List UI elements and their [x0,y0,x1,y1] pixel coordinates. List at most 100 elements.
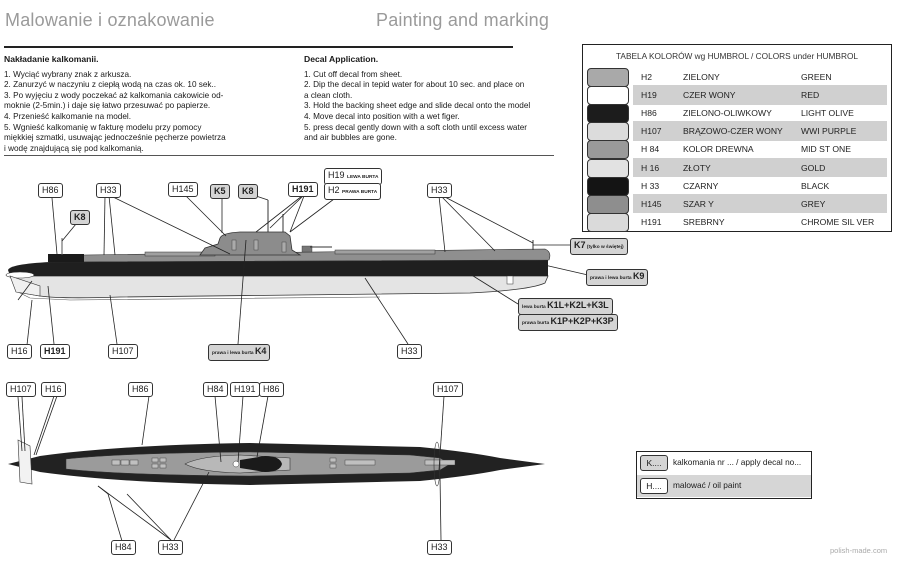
row-band [633,193,887,214]
instruction-step: miękkiej szmatki, usuwając jednocześnie … [4,133,226,143]
paint-label-h86: H86 [128,382,153,397]
paint-label-h107: H107 [433,382,463,397]
instruction-step: 3. Hold the backing sheet edge and slide… [304,101,531,111]
color-name-en: GREY [801,198,826,209]
color-name-pl: ZIELONO-OLIWKOWY [683,108,772,119]
legend-paint-tag: H.... [640,478,668,494]
color-name-pl: CZARNY [683,180,719,191]
header-divider [4,46,513,48]
decal-label-k8: K8 [238,184,258,199]
humbrol-code: H 33 [641,180,660,191]
paint-label-h84: H84 [203,382,228,397]
color-name-en: LIGHT OLIVE [801,108,854,119]
paint-label-h86: H86 [38,183,63,198]
humbrol-code: H 16 [641,162,660,173]
instruction-step: and air bubbles are gone. [304,133,397,143]
legend-box: K.... kalkomania nr ... / apply decal no… [636,451,812,499]
humbrol-code: H107 [641,126,662,137]
decal-label-k8: K8 [70,210,90,225]
label-code: H19 [328,170,345,180]
decal-label-k4: prawa i lewa burta K4 [208,344,271,361]
decal-label-k9: prawa i lewa burta K9 [586,269,649,286]
color-table-row: H 16 ZŁOTY GOLD [583,157,887,178]
paint-label-h107: H107 [108,344,138,359]
label-note: prawa i lewa burta [590,276,632,281]
paint-label-h16: H16 [41,382,66,397]
legend-decal-text: kalkomania nr ... / apply decal no... [673,457,802,467]
instruction-step: i wodę znajdującą się pod kalkomanią. [4,143,144,153]
color-table-row: H19 CZER WONY RED [583,85,887,106]
instruction-step: 2. Zanurzyć w naczyniu z ciepłą wodą na … [4,80,217,90]
color-name-en: MID ST ONE [801,144,851,155]
label-code: K7 [574,240,586,250]
humbrol-code: H 84 [641,144,660,155]
color-name-en: WWI PURPLE [801,126,857,137]
label-code: K1L+K2L+K3L [547,300,609,310]
color-table-row: H107 BRĄZOWO-CZER WONY WWI PURPLE [583,121,887,142]
color-table: TABELA KOLORÓW wg HUMBROL / COLORS under… [582,44,892,232]
humbrol-code: H86 [641,108,657,119]
label-code: K4 [254,346,267,356]
label-note: lewa burta [522,305,546,310]
instruction-step: 5. Wgnieść kalkomanię w fakturę modelu p… [4,122,202,132]
color-name-pl: CZER WONY [683,90,736,101]
paint-label-h33: H33 [427,183,452,198]
instruction-step: a clean cloth. [304,90,353,100]
color-name-en: RED [801,90,820,101]
color-name-pl: KOLOR DREWNA [683,144,754,155]
instructions-en-title: Decal Application. [304,54,379,64]
label-code: H2 [328,185,340,195]
instruction-step: 3. Po wyjęciu z wody poczekać aż kalkoma… [4,90,224,100]
paint-label-h107: H107 [6,382,36,397]
humbrol-code: H19 [641,90,657,101]
humbrol-code: H191 [641,216,662,227]
decal-label-k1p-k2p-k3p: prawa burta K1P+K2P+K3P [518,314,618,331]
label-code: K9 [632,271,645,281]
color-name-pl: ZŁOTY [683,162,711,173]
color-table-row: H191 SREBRNY CHROME SIL VER [583,212,887,232]
color-swatch [587,212,629,232]
legend-row-paint: H.... malować / oil paint [637,475,811,497]
side-view-submarine [5,195,589,346]
page-title-pl: Malowanie i oznakowanie [5,10,215,30]
instructions-en: Decal Application. 1. Cut off decal from… [304,54,570,144]
label-code: K1P+K2P+K3P [550,316,614,326]
paint-label-h33: H33 [397,344,422,359]
color-name-pl: ZIELONY [683,72,720,82]
legend-paint-text: malować / oil paint [673,480,742,490]
paint-label-h86: H86 [259,382,284,397]
color-table-row: H86 ZIELONO-OLIWKOWY LIGHT OLIVE [583,103,887,124]
decal-label-k5: K5 [210,184,230,199]
color-name-en: CHROME SIL VER [801,216,875,227]
paint-label-h191: H191 [230,382,260,397]
color-name-pl: SREBRNY [683,216,725,227]
paint-label-h145: H145 [168,182,198,197]
instruction-step: 4. Move decal into position with a wet f… [304,111,460,121]
color-name-en: GOLD [801,162,826,173]
label-note: PRAWA BURTA [342,190,378,195]
color-name-pl: SZAR Y [683,198,714,209]
legend-row-decal: K.... kalkomania nr ... / apply decal no… [637,452,811,474]
color-name-en: BLACK [801,180,830,191]
top-view-submarine [8,395,545,542]
label-note: prawa burta [522,321,550,326]
page-title-en: Painting and marking [376,10,550,30]
paint-label-h33: H33 [96,183,121,198]
color-name-pl: BRĄZOWO-CZER WONY [683,126,783,137]
instruction-step: moknie (2-5min.) i daje się łatwo przesu… [4,101,211,111]
decal-label-k7: K7 (tylko w świętej) [570,238,628,255]
row-band [633,85,887,105]
row-band [633,157,887,177]
paint-label-h2: H2 PRAWA BURTA [324,183,382,200]
legend-decal-tag: K.... [640,455,668,471]
instructions-pl: Nakładanie kalkomanii. 1. Wyciąć wybrany… [4,54,300,154]
instructions-pl-title: Nakładanie kalkomanii. [4,54,99,64]
humbrol-code: H2 [641,72,652,82]
watermark: polish-made.com [830,546,888,555]
decal-label-k1l-k2l-k3l: lewa burta K1L+K2L+K3L [518,298,613,315]
paint-label-h84: H84 [111,540,136,555]
instruction-step: 1. Cut off decal from sheet. [304,69,403,79]
